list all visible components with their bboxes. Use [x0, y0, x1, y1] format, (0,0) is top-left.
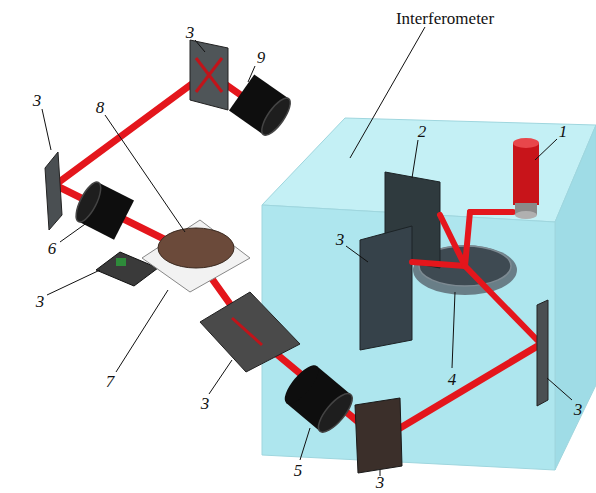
callout-number: 6 [48, 240, 57, 257]
callout-number: 1 [559, 123, 568, 140]
callout-number: 3 [336, 231, 345, 248]
callout-number: 4 [448, 371, 457, 388]
callout-number: 3 [376, 473, 385, 490]
callout-number: 3 [33, 92, 42, 109]
callout-number: 9 [257, 49, 266, 66]
callout-number: 3 [201, 395, 210, 412]
callout-number: 8 [96, 99, 105, 116]
callout-number: 3 [186, 24, 195, 41]
component-label: Interferometer [396, 10, 494, 27]
callout-number: 3 [36, 293, 45, 310]
callout-number: 3 [574, 401, 583, 418]
callout-number: 5 [294, 462, 303, 479]
callout-number: 2 [418, 123, 427, 140]
callout-number: 7 [106, 373, 115, 390]
